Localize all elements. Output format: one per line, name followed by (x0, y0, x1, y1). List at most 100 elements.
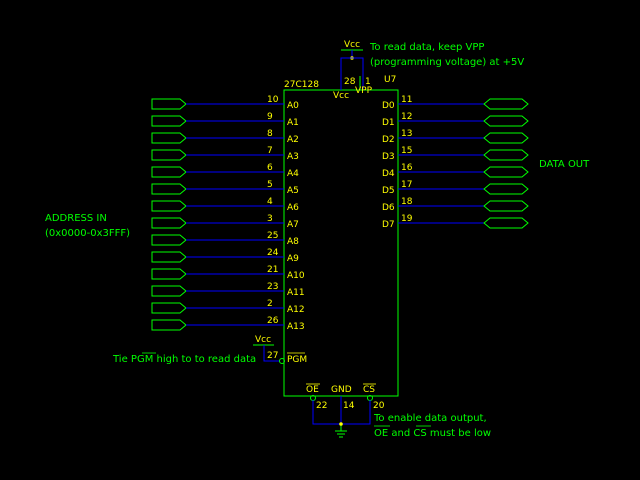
input-port-icon (151, 217, 187, 229)
data-pin-name: D0 (382, 101, 395, 111)
pin-name-oe: OE (306, 385, 319, 395)
input-port-icon (151, 285, 187, 297)
address-pin-number: 5 (267, 180, 273, 190)
input-port-icon (151, 200, 187, 212)
address-pin-name: A0 (287, 101, 299, 111)
input-port-icon (151, 166, 187, 178)
input-port-icon (151, 115, 187, 127)
address-pin-number: 26 (267, 316, 279, 326)
input-port-icon (151, 98, 187, 110)
data-pin-name: D4 (382, 169, 395, 179)
ground-icon (335, 430, 347, 438)
address-pin-number: 8 (267, 129, 273, 139)
address-bus: 10A09A18A27A36A45A54A63A725A824A921A1023… (151, 95, 305, 332)
pin-name-vpp: VPP (355, 86, 373, 96)
address-pin-name: A12 (287, 305, 305, 315)
address-pin-number: 2 (267, 299, 273, 309)
output-port-icon (483, 98, 529, 110)
address-row-a4: 6A4 (151, 163, 299, 179)
data-pin-name: D5 (382, 186, 395, 196)
data-pin-name: D2 (382, 135, 395, 145)
address-pin-number: 25 (267, 231, 278, 241)
address-pin-number: 3 (267, 214, 273, 224)
address-row-a7: 3A7 (151, 214, 299, 230)
address-pin-name: A10 (287, 271, 305, 281)
address-pin-name: A6 (287, 203, 299, 213)
data-pin-number: 17 (401, 180, 412, 190)
vpp-note-line2: (programming voltage) at +5V (370, 57, 524, 68)
pin-number-14: 14 (343, 401, 355, 411)
data-pin-number: 11 (401, 95, 412, 105)
address-pin-name: A4 (287, 169, 299, 179)
output-port-icon (483, 217, 529, 229)
data-pin-number: 15 (401, 146, 412, 156)
address-in-label: ADDRESS IN (45, 213, 107, 224)
vpp-note-line1: To read data, keep VPP (369, 42, 484, 53)
address-pin-name: A5 (287, 186, 299, 196)
output-port-icon (483, 149, 529, 161)
pin-number-27: 27 (267, 351, 278, 361)
address-pin-name: A2 (287, 135, 299, 145)
output-port-icon (483, 166, 529, 178)
address-pin-name: A9 (287, 254, 299, 264)
input-port-icon (151, 132, 187, 144)
address-pin-number: 24 (267, 248, 279, 258)
data-pin-number: 13 (401, 129, 412, 139)
input-port-icon (151, 268, 187, 280)
input-port-icon (151, 234, 187, 246)
pin-number-28: 28 (344, 77, 356, 87)
data-pin-name: D1 (382, 118, 395, 128)
output-port-icon (483, 183, 529, 195)
address-pin-number: 10 (267, 95, 279, 105)
address-pin-name: A11 (287, 288, 305, 298)
address-pin-number: 7 (267, 146, 273, 156)
vcc-top-label: Vcc (344, 40, 360, 50)
address-pin-name: A8 (287, 237, 299, 247)
address-row-a6: 4A6 (151, 197, 299, 213)
address-pin-name: A13 (287, 322, 305, 332)
address-pin-number: 9 (267, 112, 273, 122)
pin-name-cs: CS (363, 385, 375, 395)
pin-name-pgm: PGM (287, 355, 307, 365)
address-pin-number: 6 (267, 163, 273, 173)
data-out-label: DATA OUT (539, 159, 590, 170)
data-pin-number: 16 (401, 163, 413, 173)
pgm-wire (263, 345, 280, 362)
data-pin-name: D3 (382, 152, 395, 162)
pgm-vcc-label: Vcc (255, 335, 271, 345)
data-pin-name: D7 (382, 220, 395, 230)
address-pin-name: A7 (287, 220, 299, 230)
pin-number-1: 1 (365, 77, 371, 87)
pin-number-22: 22 (316, 401, 327, 411)
pin-number-20: 20 (373, 401, 385, 411)
data-pin-number: 18 (401, 197, 413, 207)
pgm-inversion-bubble (279, 358, 285, 364)
chip-body (283, 89, 399, 397)
address-pin-number: 23 (267, 282, 278, 292)
input-port-icon (151, 319, 187, 331)
input-port-icon (151, 183, 187, 195)
address-row-a3: 7A3 (151, 146, 299, 162)
output-port-icon (483, 115, 529, 127)
address-row-a1: 9A1 (151, 112, 299, 128)
address-range-label: (0x0000-0x3FFF) (45, 228, 130, 239)
chip-reference: U7 (384, 75, 396, 85)
ground-junction (339, 422, 343, 426)
address-pin-name: A3 (287, 152, 299, 162)
pin-name-gnd: GND (331, 385, 352, 395)
